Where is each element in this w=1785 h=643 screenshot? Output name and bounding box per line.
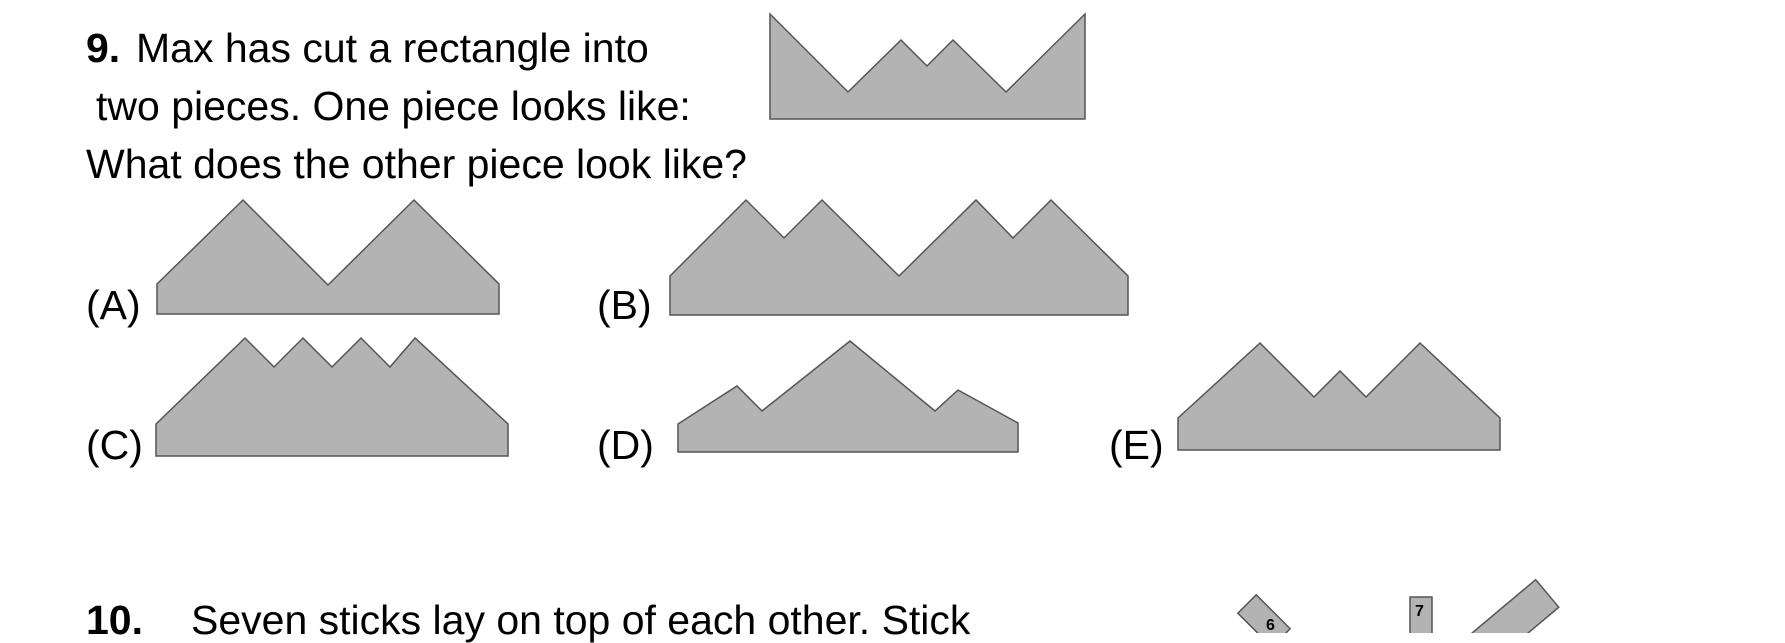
option-a-label[interactable]: (A) bbox=[86, 282, 141, 328]
stick-6 bbox=[1236, 593, 1292, 633]
option-d-shape[interactable] bbox=[677, 340, 1019, 453]
option-b-shape[interactable] bbox=[669, 198, 1129, 316]
stick-diagonal bbox=[1464, 578, 1560, 633]
question-9-number: 9. bbox=[86, 25, 121, 71]
option-b-label[interactable]: (B) bbox=[597, 282, 652, 328]
option-e-shape[interactable] bbox=[1177, 341, 1501, 451]
stick-6-label: 6 bbox=[1266, 617, 1275, 633]
stick-7 bbox=[1409, 596, 1433, 633]
option-e-label[interactable]: (E) bbox=[1109, 422, 1164, 468]
stick-7-label: 7 bbox=[1415, 603, 1424, 620]
option-a-shape[interactable] bbox=[156, 198, 500, 315]
option-c-label[interactable]: (C) bbox=[86, 422, 143, 468]
question-9-line-2: two pieces. One piece looks like: bbox=[96, 83, 691, 129]
option-c-shape[interactable] bbox=[155, 336, 509, 457]
option-d-label[interactable]: (D) bbox=[597, 422, 654, 468]
question-9-line-1: Max has cut a rectangle into bbox=[136, 25, 649, 71]
question-9-line-3: What does the other piece look like? bbox=[86, 141, 747, 187]
